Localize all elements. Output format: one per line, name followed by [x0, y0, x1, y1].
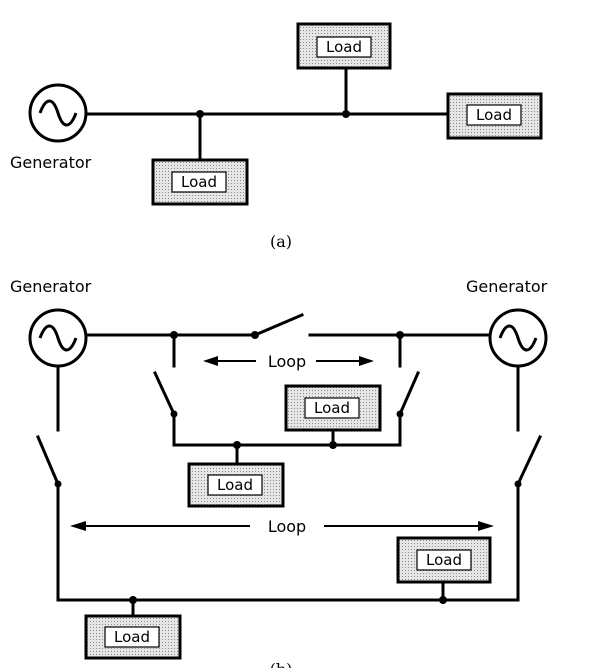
load-box: Load [151, 158, 249, 206]
switch-blade [253, 313, 304, 337]
generator-label: Generator [10, 153, 92, 172]
load-box: Load [284, 384, 382, 432]
sine-wave-icon [38, 324, 78, 352]
arrow-head-icon [359, 356, 374, 366]
junction-dot [129, 596, 137, 604]
load-box: Load [396, 536, 492, 584]
generator [488, 308, 548, 368]
inner-loop-annotation: Loop [203, 352, 374, 371]
junction-dot [196, 110, 204, 118]
caption: (b) [270, 660, 293, 668]
load-label: Load [217, 476, 253, 494]
arrow-head-icon [478, 521, 494, 531]
junction-dot [329, 441, 337, 449]
junction-dot [439, 596, 447, 604]
load-box: Load [446, 92, 543, 140]
junction-dot [342, 110, 350, 118]
arrow-head-icon [203, 356, 218, 366]
outer-loop-annotation: Loop [70, 517, 494, 536]
switch-blade [36, 435, 60, 486]
junction-dot [233, 441, 241, 449]
switch-pivot [514, 480, 522, 488]
junction-dot [396, 331, 404, 339]
junction-dot [170, 331, 178, 339]
switch-pivot [396, 410, 404, 418]
caption: (a) [270, 232, 292, 251]
switch-pivot [54, 480, 62, 488]
load-label: Load [476, 106, 512, 124]
load-label: Load [114, 628, 150, 646]
loop-label: Loop [268, 352, 306, 371]
generator [28, 308, 88, 368]
arrow-head-icon [70, 521, 86, 531]
loop-label: Loop [268, 517, 306, 536]
switch-pivot [170, 410, 178, 418]
switch-blade [398, 371, 420, 416]
generator [28, 83, 88, 143]
switch-blade [516, 435, 542, 486]
generator-label: Generator [10, 277, 92, 296]
load-box: Load [84, 614, 182, 660]
switch-pivot [251, 331, 259, 339]
generator-label: Generator [466, 277, 548, 296]
sine-wave-icon [38, 99, 78, 127]
radial-system: Generator Load Load Load (a) [10, 22, 543, 251]
switch-blade [153, 371, 176, 416]
load-box: Load [187, 462, 285, 508]
loop-system: Generator Generator Loop Loop Load [10, 277, 548, 668]
junction-dots [54, 331, 522, 604]
load-label: Load [314, 399, 350, 417]
sine-wave-icon [498, 324, 538, 352]
load-label: Load [326, 38, 362, 56]
load-label: Load [426, 551, 462, 569]
load-label: Load [181, 173, 217, 191]
load-box: Load [296, 22, 392, 70]
